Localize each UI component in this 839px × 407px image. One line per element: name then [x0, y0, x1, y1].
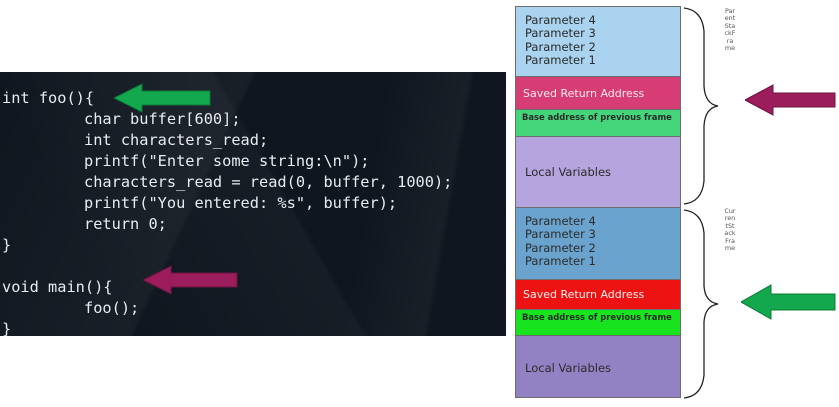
parent-parameter-4: Parameter 4 — [525, 13, 596, 27]
current-base-address: Base address of previous frame — [516, 310, 680, 336]
code-line-foo-call: foo(); — [84, 299, 140, 317]
current-frame-brace-icon — [683, 209, 719, 399]
parent-saved-return-address: Saved Return Address — [516, 77, 680, 110]
current-stack-frame-label: CurrentStackFrame — [724, 207, 736, 253]
magenta-arrow-icon — [143, 265, 238, 295]
current-parameter-2: Parameter 2 — [525, 240, 596, 255]
parent-local-variables: Local Variables — [516, 137, 680, 208]
current-parameters-block: Parameter 4 Parameter 3 Parameter 2 Para… — [516, 208, 680, 280]
current-parameter-4: Parameter 4 — [525, 214, 596, 228]
code-panel: int foo(){ char buffer[600]; int charact… — [0, 72, 506, 336]
parent-stack-frame-label: ParentStackFrame — [724, 7, 736, 53]
parent-parameters-block: Parameter 4 Parameter 3 Parameter 2 Para… — [516, 7, 680, 77]
parent-parameter-2: Parameter 2 — [525, 39, 596, 54]
current-saved-return-address: Saved Return Address — [516, 280, 680, 310]
code-line-foo-close: } — [2, 236, 12, 254]
code-line-foo-signature: int foo(){ — [2, 89, 95, 107]
code-line-return: return 0; — [84, 215, 167, 233]
current-parameter-3: Parameter 3 — [525, 227, 596, 242]
current-parameter-1: Parameter 1 — [525, 254, 596, 269]
code-line-main-signature: void main(){ — [2, 278, 113, 296]
code-line-printf-echo: printf("You entered: %s", buffer); — [84, 194, 398, 212]
parent-base-address: Base address of previous frame — [516, 110, 680, 137]
green-arrow-icon — [741, 284, 836, 320]
code-line-buffer-decl: char buffer[600]; — [84, 110, 241, 128]
code-line-printf-prompt: printf("Enter some string:\n"); — [84, 152, 370, 170]
stack-diagram: Parameter 4 Parameter 3 Parameter 2 Para… — [515, 6, 681, 398]
code-line-read-call: characters_read = read(0, buffer, 1000); — [84, 173, 453, 191]
magenta-arrow-icon — [745, 84, 836, 116]
current-local-variables: Local Variables — [516, 336, 680, 397]
code-line-chars-decl: int characters_read; — [84, 131, 269, 149]
parent-parameter-1: Parameter 1 — [525, 53, 596, 68]
code-line-main-close: } — [2, 320, 12, 336]
green-arrow-icon — [114, 83, 211, 113]
parent-frame-brace-icon — [683, 7, 719, 205]
parent-parameter-3: Parameter 3 — [525, 26, 596, 41]
